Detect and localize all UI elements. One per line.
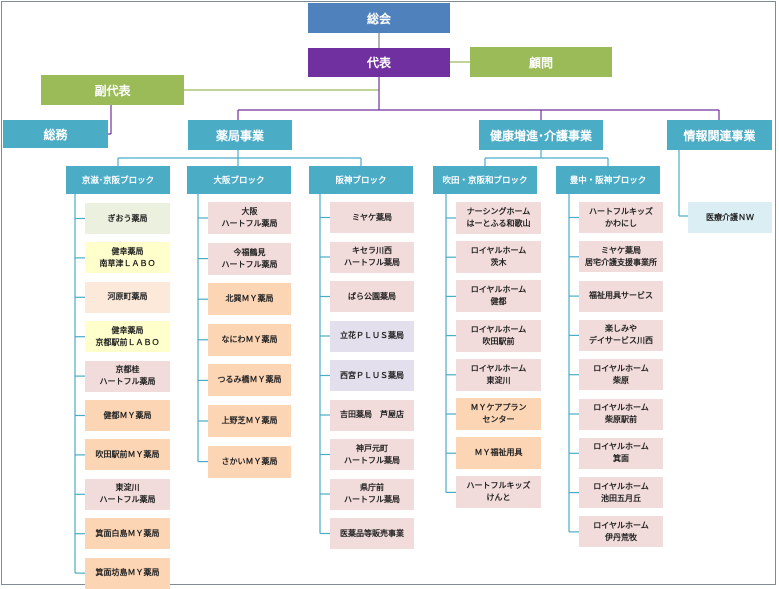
general-meeting-box: 総会 <box>308 3 450 33</box>
leaf-kyoshiga-0: ぎおう薬局 <box>85 203 170 234</box>
leaf-toyonaka-0: ハートフルキッズ かわにし <box>579 202 663 233</box>
leaf-suita-1: ロイヤルホーム 茨木 <box>456 241 541 274</box>
leaf-suita-0: ナーシングホーム はーとふる和歌山 <box>456 202 541 234</box>
general-affairs-box: 総務 <box>3 120 108 148</box>
leaf-toyonaka-8: ロイヤルホーム 伊丹荒牧 <box>579 516 663 548</box>
leaf-suita-4: ロイヤルホーム 東淀川 <box>456 358 541 391</box>
vice-representative-box: 副代表 <box>41 75 184 105</box>
leaf-kyoshiga-8: 箕面白島ＭＹ薬局 <box>85 518 170 550</box>
leaf-hanshin-5: 吉田薬局 芦屋店 <box>330 399 414 431</box>
leaf-kyoshiga-3: 健幸薬局 京都駅前ＬＡＢＯ <box>85 321 170 353</box>
leaf-kyoshiga-2: 河原町薬局 <box>85 281 170 313</box>
leaf-info-0: 医療介護ＮＷ <box>688 202 772 233</box>
leaf-osaka-5: 上野芝ＭＹ薬局 <box>208 405 291 437</box>
leaf-hanshin-8: 医薬品等販売事業 <box>330 518 414 549</box>
advisor-box: 顧問 <box>470 47 612 77</box>
leaf-toyonaka-7: ロイヤルホーム 池田五月丘 <box>579 477 663 509</box>
leaf-osaka-4: つるみ橋ＭＹ薬局 <box>208 364 291 397</box>
leaf-hanshin-6: 神戸元町 ハートフル薬局 <box>330 439 414 470</box>
block-hanshin: 阪神ブロック <box>309 166 413 194</box>
leaf-toyonaka-2: 福祉用具サービス <box>579 280 663 312</box>
leaf-hanshin-7: 県庁前 ハートフル薬局 <box>330 478 414 510</box>
leaf-hanshin-4: 西宮ＰＬＵＳ薬局 <box>330 360 414 391</box>
leaf-suita-3: ロイヤルホーム 吹田駅前 <box>456 319 541 352</box>
leaf-suita-2: ロイヤルホーム 健都 <box>456 280 541 313</box>
leaf-toyonaka-4: ロイヤルホーム 柴原 <box>579 359 663 391</box>
leaf-hanshin-0: ミヤケ薬局 <box>330 202 414 233</box>
block-kyoshiga-kyohan: 京滋･京阪ブロック <box>66 166 170 194</box>
leaf-toyonaka-3: 楽しみや デイサービス川西 <box>579 319 663 351</box>
block-toyonaka-hanshin: 豊中・阪神ブロック <box>556 166 660 194</box>
health-care-division-box: 健康増進･介護事業 <box>479 120 603 150</box>
block-suita-keihanwaka: 吹田・京阪和ブロック <box>433 166 537 194</box>
leaf-suita-6: ＭＹ福祉用具 <box>456 437 541 470</box>
block-osaka: 大阪ブロック <box>187 166 291 194</box>
leaf-kyoshiga-7: 東淀川 ハートフル薬局 <box>85 478 170 510</box>
leaf-osaka-0: 大阪 ハートフル薬局 <box>208 202 291 234</box>
leaf-kyoshiga-9: 箕面坊島ＭＹ薬局 <box>85 557 170 589</box>
leaf-hanshin-3: 立花ＰＬＵＳ薬局 <box>330 320 414 352</box>
pharmacy-division-box: 薬局事業 <box>188 120 292 150</box>
leaf-osaka-3: なにわＭＹ薬局 <box>208 323 291 356</box>
leaf-hanshin-1: キセラ川西 ハートフル薬局 <box>330 241 414 273</box>
leaf-osaka-1: 今福鶴見 ハートフル薬局 <box>208 242 291 275</box>
leaf-osaka-2: 北巽ＭＹ薬局 <box>208 283 291 316</box>
leaf-toyonaka-1: ミヤケ薬局 居宅介護支援事業所 <box>579 241 663 273</box>
leaf-toyonaka-6: ロイヤルホーム 箕面 <box>579 437 663 469</box>
leaf-suita-5: ＭＹケアプラン センター <box>456 398 541 430</box>
leaf-kyoshiga-5: 健都ＭＹ薬局 <box>85 400 170 431</box>
leaf-kyoshiga-6: 吹田駅前ＭＹ薬局 <box>85 439 170 471</box>
representative-box: 代表 <box>308 48 450 77</box>
info-division-box: 情報関連事業 <box>667 120 772 150</box>
leaf-kyoshiga-4: 京都桂 ハートフル薬局 <box>85 360 170 392</box>
leaf-suita-7: ハートフルキッズ けんと <box>456 476 541 509</box>
leaf-hanshin-2: ぱら公園薬局 <box>330 281 414 312</box>
leaf-osaka-6: さかいＭＹ薬局 <box>208 445 291 478</box>
leaf-toyonaka-5: ロイヤルホーム 柴原駅前 <box>579 398 663 430</box>
leaf-kyoshiga-1: 健幸薬局 南草津ＬＡＢＯ <box>85 242 170 274</box>
